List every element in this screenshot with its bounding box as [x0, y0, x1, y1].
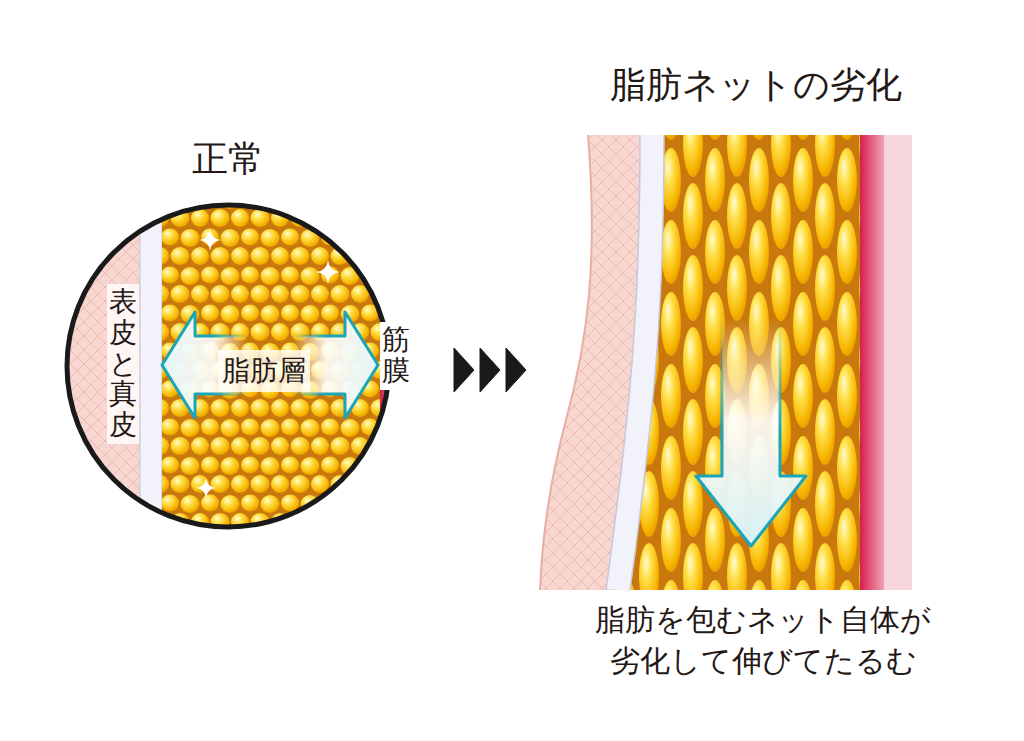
fat-layer — [162, 195, 382, 535]
part-name: 筋膜 — [380, 322, 412, 390]
muscle-layer — [884, 135, 912, 590]
epidermis-band — [140, 195, 162, 535]
part-name: 表皮と真皮 — [107, 284, 139, 444]
transition-arrow — [454, 348, 526, 392]
skin-surface — [540, 135, 592, 590]
heading: 正常 — [192, 138, 264, 179]
heading: 脂肪ネットの劣化 — [610, 64, 902, 105]
dermis-layer — [60, 195, 142, 535]
sag-arrow — [696, 318, 806, 546]
degraded-panel: 脂肪ネットの劣化 — [540, 135, 912, 590]
fat-layer — [628, 135, 862, 590]
sagging-tissue — [540, 135, 912, 590]
circle-outline — [67, 205, 389, 527]
fascia-layer — [860, 135, 884, 590]
normal-tissue — [60, 195, 400, 535]
caption-note: 脂肪を包むネット自体が 劣化して伸びてたるむ — [576, 598, 950, 683]
epidermis-band — [618, 135, 652, 590]
part-name: 脂肪層 — [218, 350, 310, 392]
